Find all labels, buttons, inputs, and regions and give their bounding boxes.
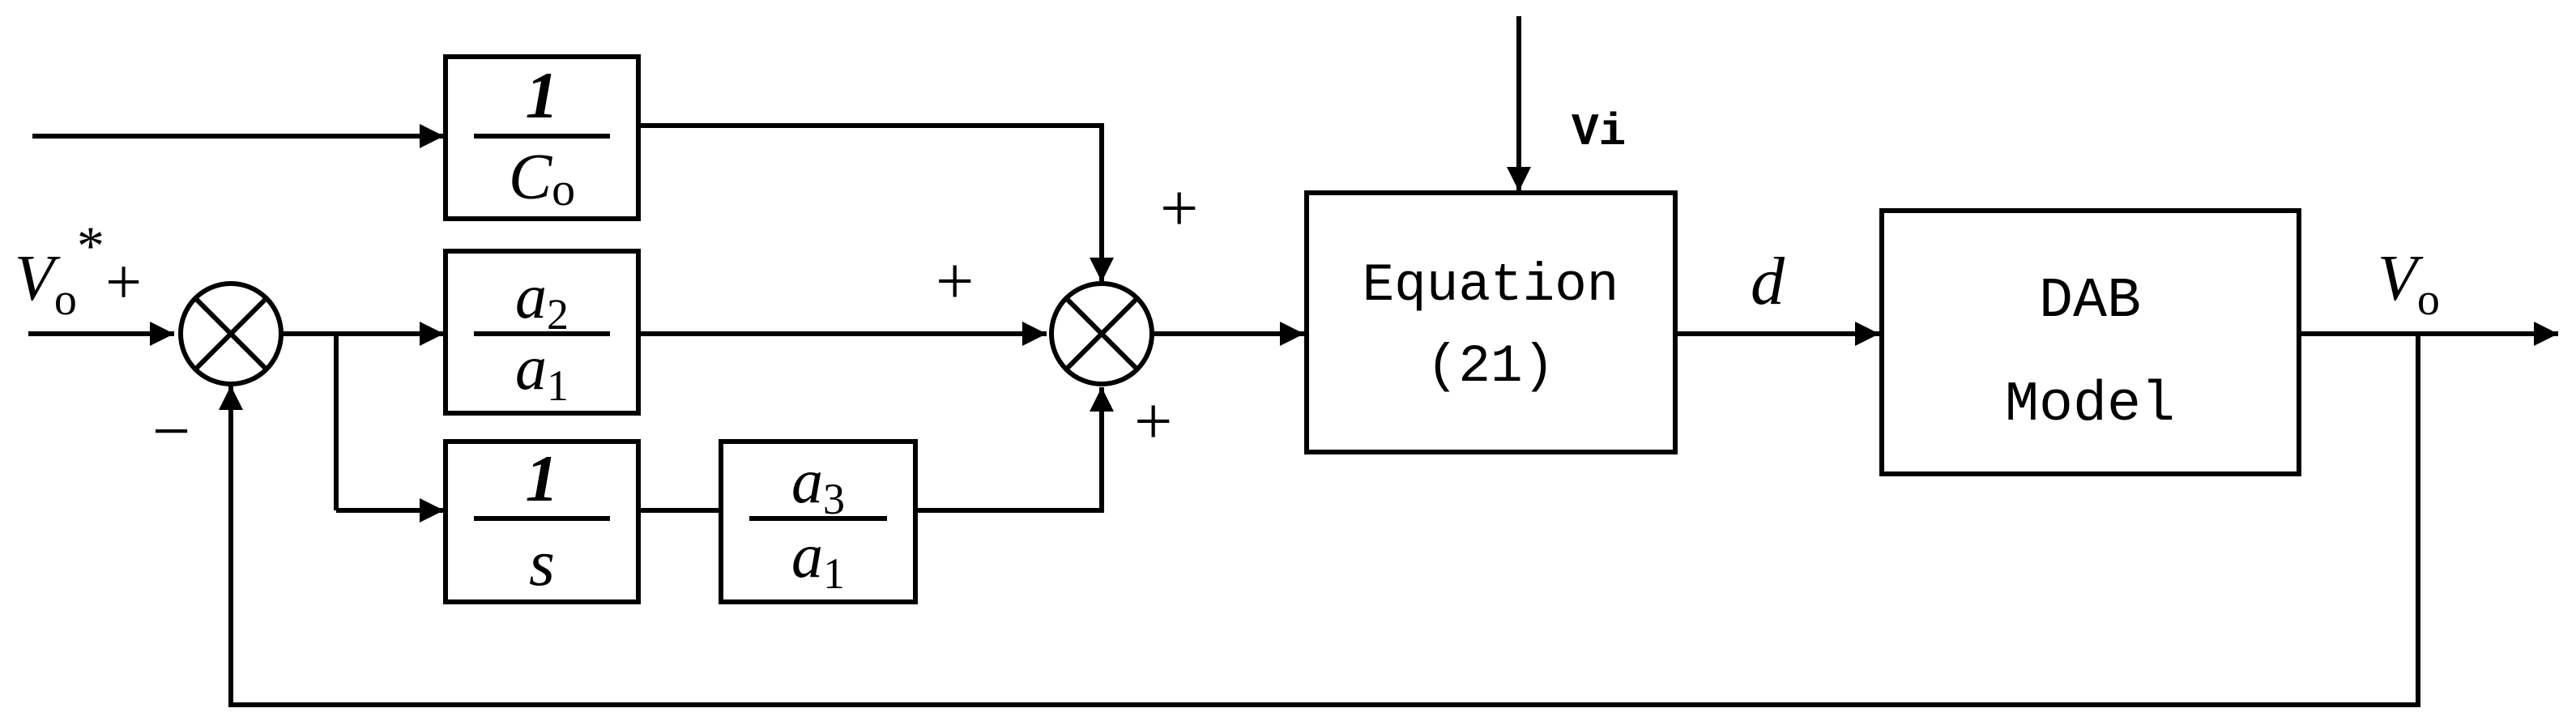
output-label: Vo (2378, 243, 2440, 325)
equation-line2: (21) (1427, 336, 1555, 397)
inv-co-to-sum2-wire (638, 123, 1114, 282)
integrator-numerator: 1 (526, 442, 559, 515)
equation-line1: Equation (1363, 255, 1619, 316)
reference-label: Vo* (15, 215, 104, 325)
a3a1-denominator: a1 (791, 520, 845, 598)
inv-co-numerator: 1 (526, 58, 559, 132)
a3a1-numerator: a3 (791, 446, 845, 523)
block-integrator (443, 439, 641, 604)
summing-junction-2 (1049, 281, 1154, 386)
a2a1-numerator: a2 (515, 261, 569, 339)
dab-line1: DAB (2039, 270, 2141, 334)
block-equation (1304, 190, 1678, 454)
inv-co-denominator: Co (509, 142, 575, 215)
a2a1-denominator: a1 (515, 332, 569, 410)
block-dab-model (1879, 208, 2301, 476)
feedback-path (219, 334, 2420, 707)
sum1-plus-sign: + (105, 247, 142, 318)
block-inv-co (443, 54, 641, 221)
integrator-denominator: s (529, 526, 555, 599)
sum2-top-plus-sign: + (1160, 171, 1198, 246)
summing-junction-1 (178, 281, 284, 386)
duty-label: d (1751, 244, 1785, 319)
dab-line2: Model (2005, 373, 2175, 437)
sum2-left-plus-sign: + (936, 244, 974, 319)
block-a3-a1 (719, 439, 918, 604)
sum1-minus-sign: − (152, 394, 190, 469)
sum2-bottom-plus-sign: + (1134, 384, 1172, 459)
vi-label: Vi (1572, 106, 1626, 158)
a3a1-to-sum2-wire (915, 387, 1114, 513)
